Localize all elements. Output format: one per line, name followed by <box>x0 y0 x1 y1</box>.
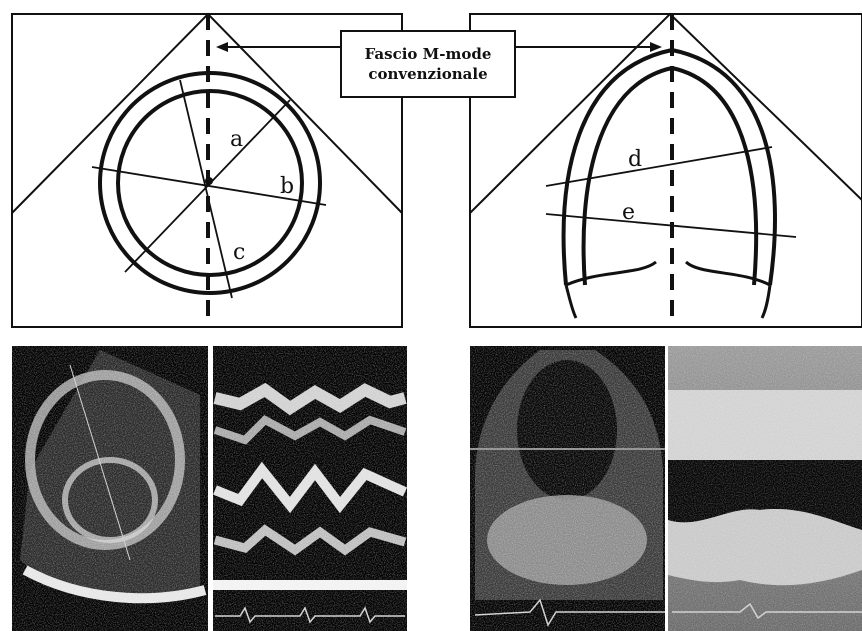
short-axis-echo-2d <box>12 346 208 631</box>
mmode-sa-speckle <box>213 346 407 631</box>
long-axis-mmode <box>668 346 862 631</box>
echo-sa-speckle <box>12 346 208 631</box>
long-axis-echo-2d <box>470 346 665 631</box>
mmode-la-speckle <box>668 346 862 631</box>
echo-la-speckle <box>470 346 665 631</box>
short-axis-mmode <box>213 346 407 631</box>
